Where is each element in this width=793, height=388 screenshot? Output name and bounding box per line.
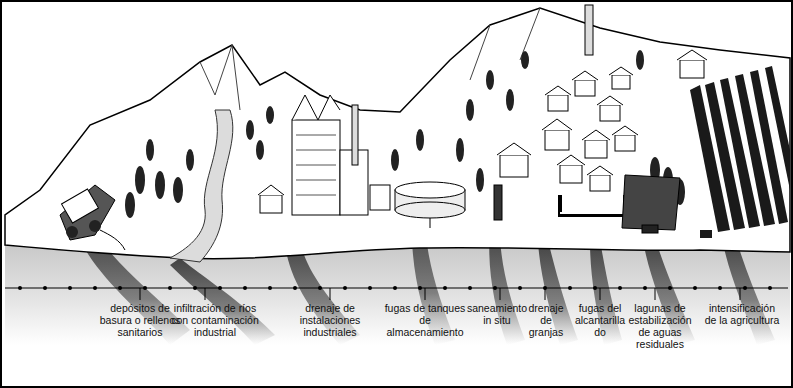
trees xyxy=(125,50,685,218)
source-label: saneamiento in situ xyxy=(466,302,528,326)
landfill-truck xyxy=(60,185,125,250)
houses xyxy=(497,5,707,191)
source-label: intensificación de la agricultura xyxy=(702,302,782,326)
terrain xyxy=(5,8,790,259)
source-label: infiltración de ríos con contaminación i… xyxy=(165,302,265,338)
septic-pipe xyxy=(494,185,502,220)
source-label: drenaje de instalaciones industriales xyxy=(289,302,371,338)
storage-tank xyxy=(395,182,465,228)
water-table-line xyxy=(5,286,788,290)
sewer-lagoon xyxy=(560,175,680,233)
river xyxy=(170,110,233,262)
source-label: drenaje de granjas xyxy=(524,302,568,338)
source-label: fugas del alcantarilla do xyxy=(574,302,626,338)
source-label: fugas de tanques de almacenamiento xyxy=(383,302,467,338)
leader-lines xyxy=(140,288,740,300)
mountain-ridges xyxy=(200,8,540,110)
factory xyxy=(258,95,390,215)
agriculture-fields xyxy=(690,66,790,238)
source-label: lagunas de estabilización de aguas resid… xyxy=(624,302,696,350)
